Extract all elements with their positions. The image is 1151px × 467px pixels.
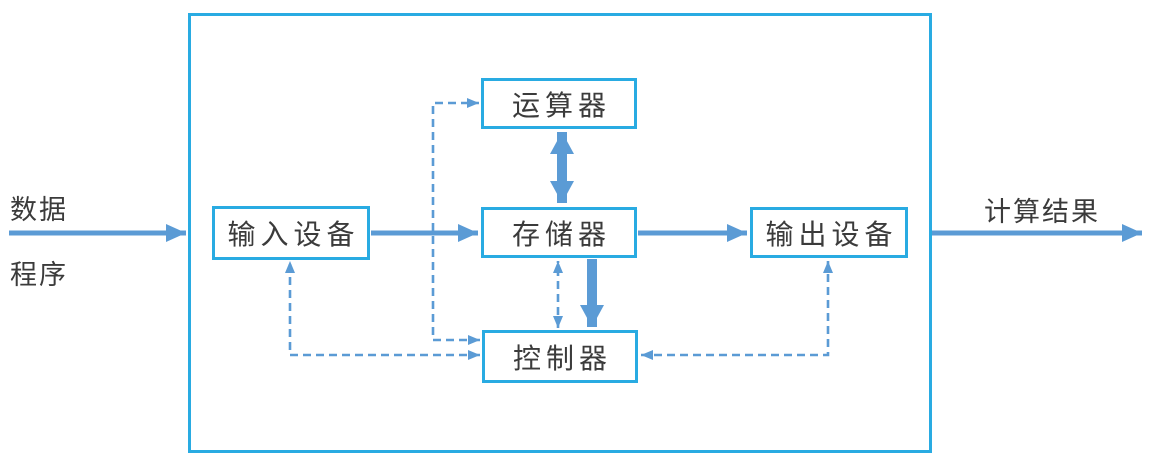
label-data: 数据 — [10, 195, 68, 225]
node-alu: 运算器 — [481, 78, 637, 129]
node-output-device: 输出设备 — [750, 207, 908, 258]
node-input-device: 输入设备 — [212, 206, 370, 260]
node-memory: 存储器 — [481, 207, 637, 258]
system-boundary-box — [188, 13, 932, 453]
label-computation-result: 计算结果 — [984, 197, 1100, 227]
node-controller: 控制器 — [482, 330, 638, 383]
label-program: 程序 — [10, 260, 68, 290]
